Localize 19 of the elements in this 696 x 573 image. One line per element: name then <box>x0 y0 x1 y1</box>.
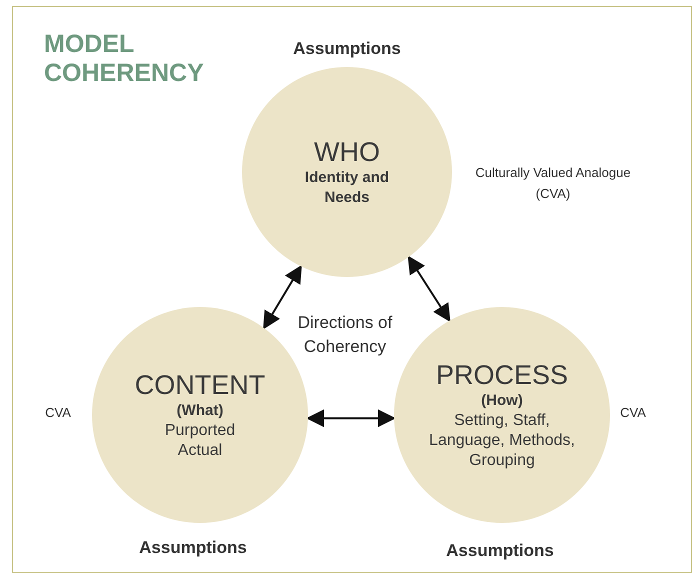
assumptions-label: Assumptions <box>446 540 554 561</box>
node-heading: CONTENT <box>134 369 266 401</box>
cva-label: CVA <box>620 404 646 422</box>
node-text: Setting, Staff, Language, Methods, Grouping <box>428 411 576 471</box>
diagram-title: MODEL COHERENCY <box>44 30 205 88</box>
double-arrow <box>306 409 396 428</box>
node-subheading: (How) <box>481 391 523 411</box>
double-arrow <box>263 264 302 330</box>
node-subheading: (What) <box>176 401 224 421</box>
node-subheading: Identity and Needs <box>304 168 390 208</box>
assumptions-label: Assumptions <box>139 537 247 558</box>
node-heading: PROCESS <box>436 359 568 391</box>
assumptions-label: Assumptions <box>293 38 401 59</box>
center-label: Directions of Coherency <box>296 312 394 358</box>
node-heading: WHO <box>314 136 380 168</box>
cva-label: CVA <box>45 404 71 422</box>
node-text: Purported Actual <box>164 421 236 461</box>
double-arrow <box>408 255 450 322</box>
cva-label: Culturally Valued Analogue (CVA) <box>474 164 632 203</box>
